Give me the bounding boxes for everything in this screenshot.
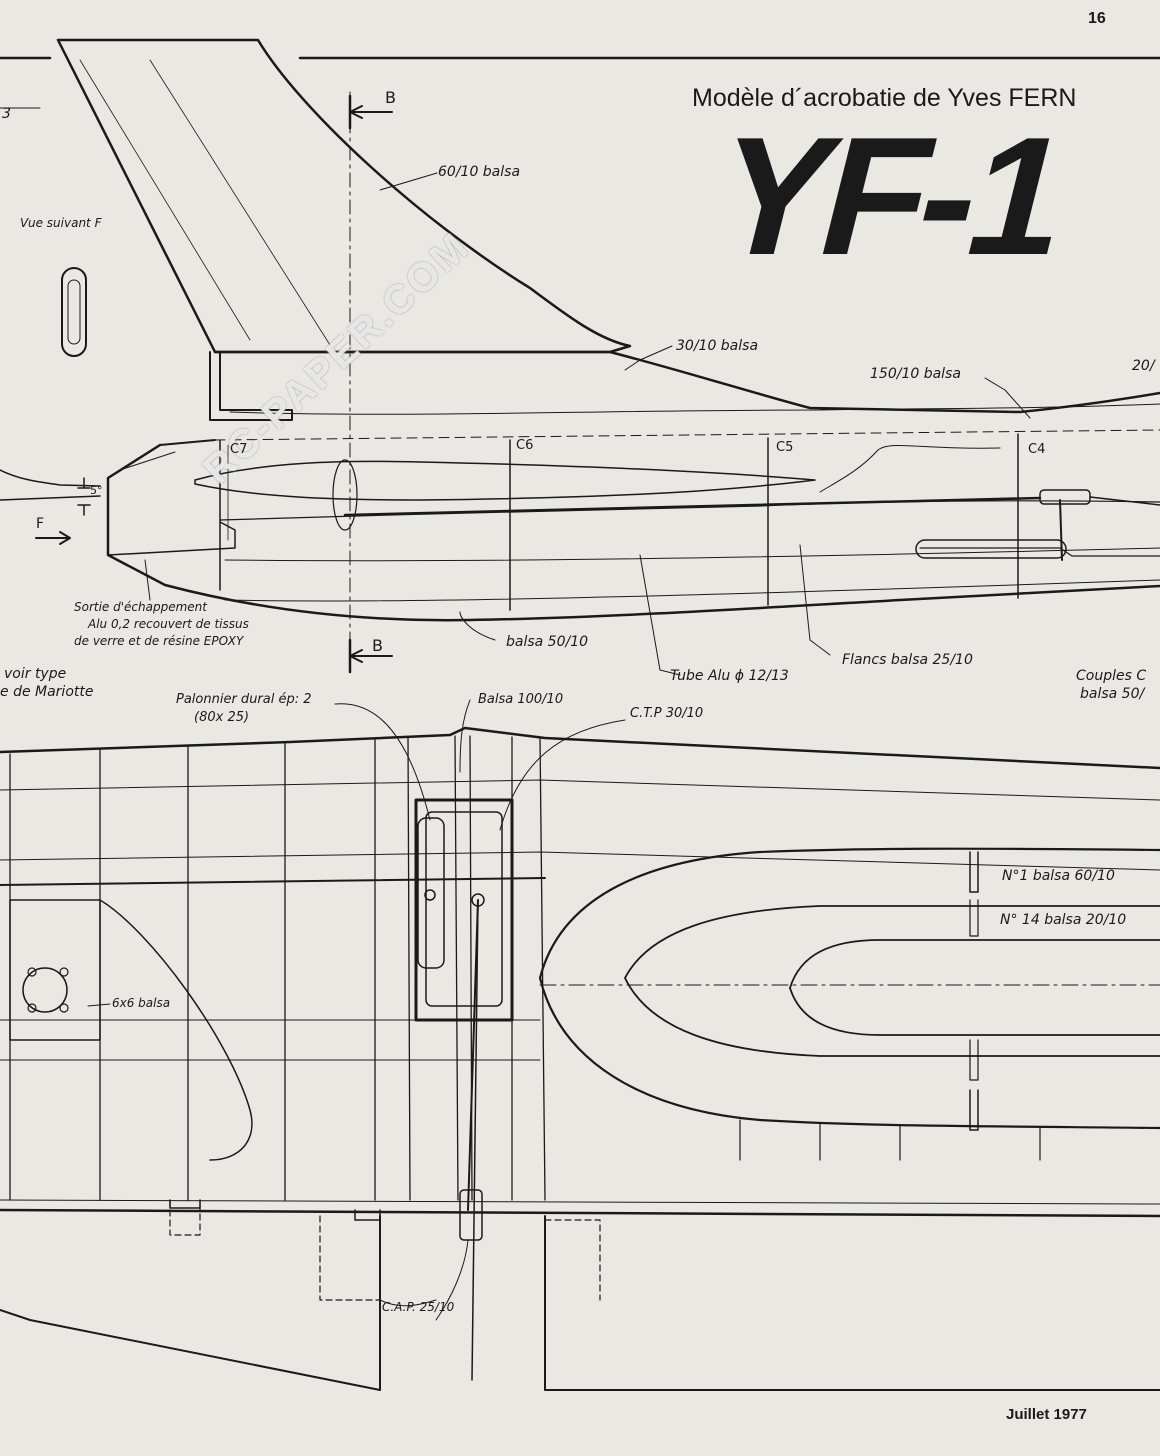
label-view-f: Vue suivant F: [20, 216, 102, 230]
label-cap: C.A.P. 25/10: [382, 1300, 455, 1314]
label-couples-1: Couples C: [1076, 668, 1147, 684]
issue-date: Juillet 1977: [1006, 1406, 1087, 1423]
label-couples-2: balsa 50/: [1080, 686, 1145, 702]
label-tank-1: voir type: [4, 666, 67, 682]
label-angle: 5°: [90, 484, 103, 497]
label-top-block-right: 20/: [1132, 358, 1155, 374]
label-fin-edge: 30/10 balsa: [676, 338, 759, 354]
label-bulkhead-c6: C6: [516, 438, 534, 453]
label-balsa-100: Balsa 100/10: [478, 692, 564, 707]
label-bulkhead-c4: C4: [1028, 442, 1046, 457]
label-spar: 6x6 balsa: [112, 996, 171, 1010]
label-bottom-sheet: balsa 50/10: [506, 634, 589, 650]
label-rib-n14: N° 14 balsa 20/10: [1000, 912, 1127, 928]
label-exhaust-3: de verre et de résine EPOXY: [74, 634, 244, 648]
label-section-b-top: B: [385, 88, 396, 107]
model-subtitle: Modèle d´acrobatie de Yves FERN: [692, 84, 1077, 112]
label-ctp: C.T.P 30/10: [630, 706, 704, 721]
label-bulkhead-c5: C5: [776, 440, 794, 455]
label-bulkhead-c7: C7: [230, 442, 248, 457]
label-bellcrank-1: Palonnier dural ép: 2: [176, 692, 312, 707]
label-tube: Tube Alu ϕ 12/13: [670, 668, 789, 684]
label-rib-n1: N°1 balsa 60/10: [1002, 868, 1115, 884]
label-top-block: 150/10 balsa: [870, 366, 961, 382]
label-exhaust-2: Alu 0,2 recouvert de tissus: [88, 617, 249, 631]
label-section-b-bottom: B: [372, 636, 383, 655]
label-fin-sheet: 60/10 balsa: [438, 164, 521, 180]
label-exhaust-1: Sortie d'échappement: [74, 600, 207, 614]
label-sides: Flancs balsa 25/10: [842, 652, 973, 668]
label-arrow-f: F: [36, 516, 45, 532]
label-edge-mark: 3: [2, 106, 11, 122]
label-bellcrank-2: (80x 25): [194, 710, 250, 725]
page-number: 16: [1088, 10, 1106, 27]
label-tank-2: e de Mariotte: [0, 684, 94, 700]
